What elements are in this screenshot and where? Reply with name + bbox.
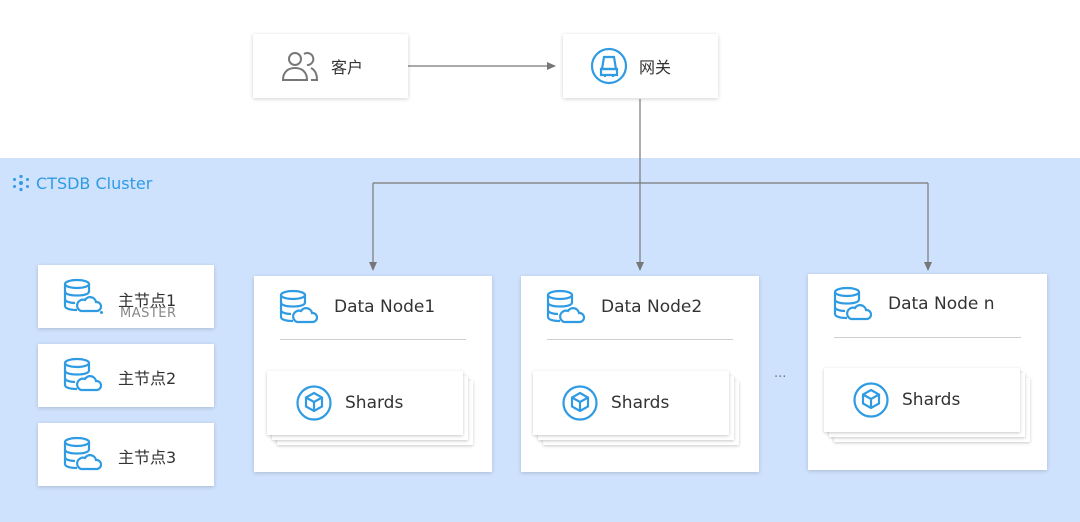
shards-label: Shards bbox=[611, 393, 670, 413]
master-node-1: 主节点1 MASTER bbox=[38, 265, 214, 328]
divider bbox=[834, 337, 1021, 338]
client-box: 客户 bbox=[253, 34, 408, 98]
data-node-2: Data Node2 Shards bbox=[521, 276, 759, 472]
divider bbox=[280, 339, 466, 340]
database-cloud-icon bbox=[62, 357, 103, 395]
master-role-label: MASTER bbox=[120, 306, 177, 321]
database-cloud-icon bbox=[832, 286, 873, 324]
shard-card: Shards bbox=[533, 371, 729, 435]
client-label: 客户 bbox=[331, 58, 364, 77]
master-indicator-dot bbox=[100, 311, 103, 314]
cube-icon bbox=[295, 384, 333, 422]
data-node-n: Data Node n Shards bbox=[808, 274, 1047, 470]
database-cloud-icon bbox=[62, 278, 103, 316]
database-cloud-icon bbox=[545, 289, 586, 327]
cube-icon bbox=[852, 381, 890, 419]
cluster-icon bbox=[12, 174, 30, 192]
data-node-1: Data Node1 Shards bbox=[254, 276, 492, 472]
shards-label: Shards bbox=[345, 393, 404, 413]
cube-icon bbox=[561, 384, 599, 422]
cluster-title-text: CTSDB Cluster bbox=[36, 173, 153, 193]
master-node-label: 主节点1 bbox=[118, 291, 177, 310]
more-nodes-ellipsis: ... bbox=[774, 366, 787, 381]
master-node-label: 主节点3 bbox=[118, 448, 177, 467]
gateway-label: 网关 bbox=[639, 58, 672, 77]
master-node-3: 主节点3 bbox=[38, 423, 214, 486]
database-cloud-icon bbox=[62, 436, 103, 474]
cluster-title: CTSDB Cluster bbox=[12, 172, 152, 194]
gateway-icon bbox=[589, 46, 629, 86]
database-cloud-icon bbox=[278, 289, 319, 327]
gateway-box: 网关 bbox=[563, 34, 718, 98]
data-node-label: Data Node n bbox=[888, 294, 995, 314]
shards-label: Shards bbox=[902, 390, 961, 410]
divider bbox=[547, 339, 733, 340]
shard-card: Shards bbox=[267, 371, 463, 435]
shard-card: Shards bbox=[824, 368, 1020, 432]
data-node-label: Data Node1 bbox=[334, 297, 436, 317]
master-node-label: 主节点2 bbox=[118, 369, 177, 388]
data-node-label: Data Node2 bbox=[601, 297, 703, 317]
users-icon bbox=[279, 48, 321, 84]
master-node-2: 主节点2 bbox=[38, 344, 214, 407]
